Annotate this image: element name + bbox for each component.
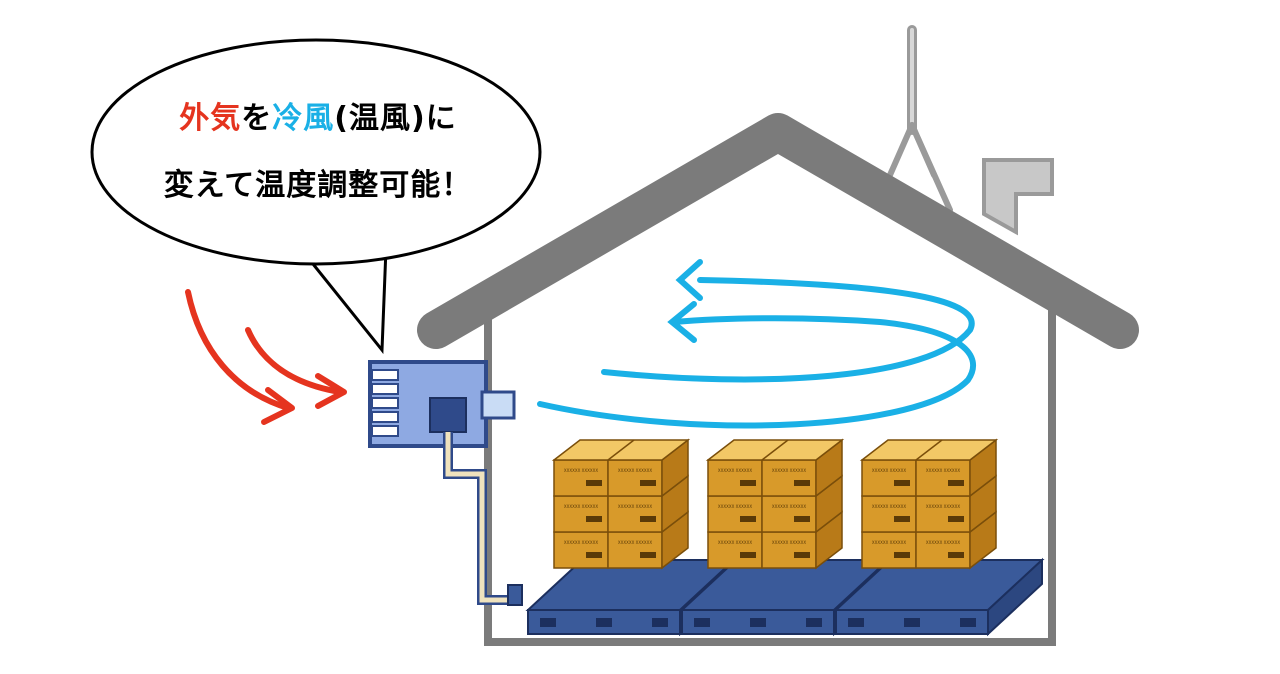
cargo-box [553,459,609,497]
cargo-box [915,531,971,569]
box-barcode [948,552,964,558]
box-label: XXXXXX XXXXXX [564,504,598,509]
box-label: XXXXXX XXXXXX [564,468,598,473]
bubble-line-1-segment: (温風)に [334,101,456,136]
box-seam [761,439,789,461]
cargo-box [915,495,971,533]
box-label: XXXXXX XXXXXX [772,468,806,473]
box-seam [607,439,635,461]
box-barcode [640,552,656,558]
box-label: XXXXXX XXXXXX [618,468,652,473]
house-roof [417,113,1139,349]
box-label: XXXXXX XXXXXX [926,504,960,509]
cargo-box [915,459,971,497]
chimney [982,158,1054,236]
cargo-box [607,531,663,569]
box-label: XXXXXX XXXXXX [926,540,960,545]
box-label: XXXXXX XXXXXX [926,468,960,473]
pallet-slot [694,618,710,627]
box-barcode [794,480,810,486]
cargo-box [761,459,817,497]
box-label: XXXXXX XXXXXX [772,540,806,545]
pallet-slot [750,618,766,627]
box-barcode [894,480,910,486]
pallet-stack: XXXXXX XXXXXX XXXXXX XXXXXX XXXXXX XXXXXX X… [833,438,1045,637]
house-wall [484,300,1056,646]
box-barcode [740,552,756,558]
box-label: XXXXXX XXXXXX [564,540,598,545]
box-barcode [948,480,964,486]
cargo-box [607,459,663,497]
speech-bubble: 外気を冷風(温風)に 変えて温度調整可能！ [90,38,542,355]
box-barcode [586,516,602,522]
cargo-box [707,495,763,533]
cargo-box [861,531,917,569]
box-barcode [586,552,602,558]
box-label: XXXXXX XXXXXX [618,540,652,545]
bubble-line-1-segment: 冷風 [272,101,334,136]
box-barcode [640,516,656,522]
pallet-slot [960,618,976,627]
bubble-line-2: 変えて温度調整可能！ [164,168,473,203]
box-barcode [640,480,656,486]
pallet-slot [652,618,668,627]
cargo-box [553,531,609,569]
pallet-slot [806,618,822,627]
cargo-box [707,459,763,497]
box-barcode [948,516,964,522]
cargo-stacks: XXXXXX XXXXXX XXXXXX XXXXXX XXXXXX XXXXXX X… [525,438,1045,637]
antenna-icon [887,25,953,213]
box-barcode [894,516,910,522]
pallet-slot [540,618,556,627]
box-seam [915,439,943,461]
bubble-line-1-segment: を [241,101,272,136]
pallet-slot [904,618,920,627]
box-barcode [794,516,810,522]
box-label: XXXXXX XXXXXX [618,504,652,509]
cargo-box [707,531,763,569]
box-label: XXXXXX XXXXXX [718,540,752,545]
pallet-side [987,557,1043,637]
box-barcode [586,480,602,486]
bubble-line-1: 外気を冷風(温風)に [179,101,456,136]
bubble-line-1-segment: 外気 [179,101,241,136]
box-label: XXXXXX XXXXXX [872,504,906,509]
cargo-box [861,495,917,533]
box-barcode [794,552,810,558]
box-label: XXXXXX XXXXXX [872,540,906,545]
airflow-swirl-arrows-icon [537,259,976,429]
box-label: XXXXXX XXXXXX [718,468,752,473]
pallet-slot [596,618,612,627]
pallet-slot [848,618,864,627]
box-barcode [740,480,756,486]
cargo-box [861,459,917,497]
air-conditioner-icon [368,360,516,448]
box-label: XXXXXX XXXXXX [718,504,752,509]
cargo-box [553,495,609,533]
cargo-box [761,531,817,569]
pallet-stack: XXXXXX XXXXXX XXXXXX XXXXXX XXXXXX XXXXXX X… [679,438,891,637]
outside-air-arrows-icon [185,289,347,425]
box-barcode [894,552,910,558]
box-barcode [740,516,756,522]
cargo-box [607,495,663,533]
cargo-box [761,495,817,533]
box-label: XXXXXX XXXXXX [872,468,906,473]
box-label: XXXXXX XXXXXX [772,504,806,509]
